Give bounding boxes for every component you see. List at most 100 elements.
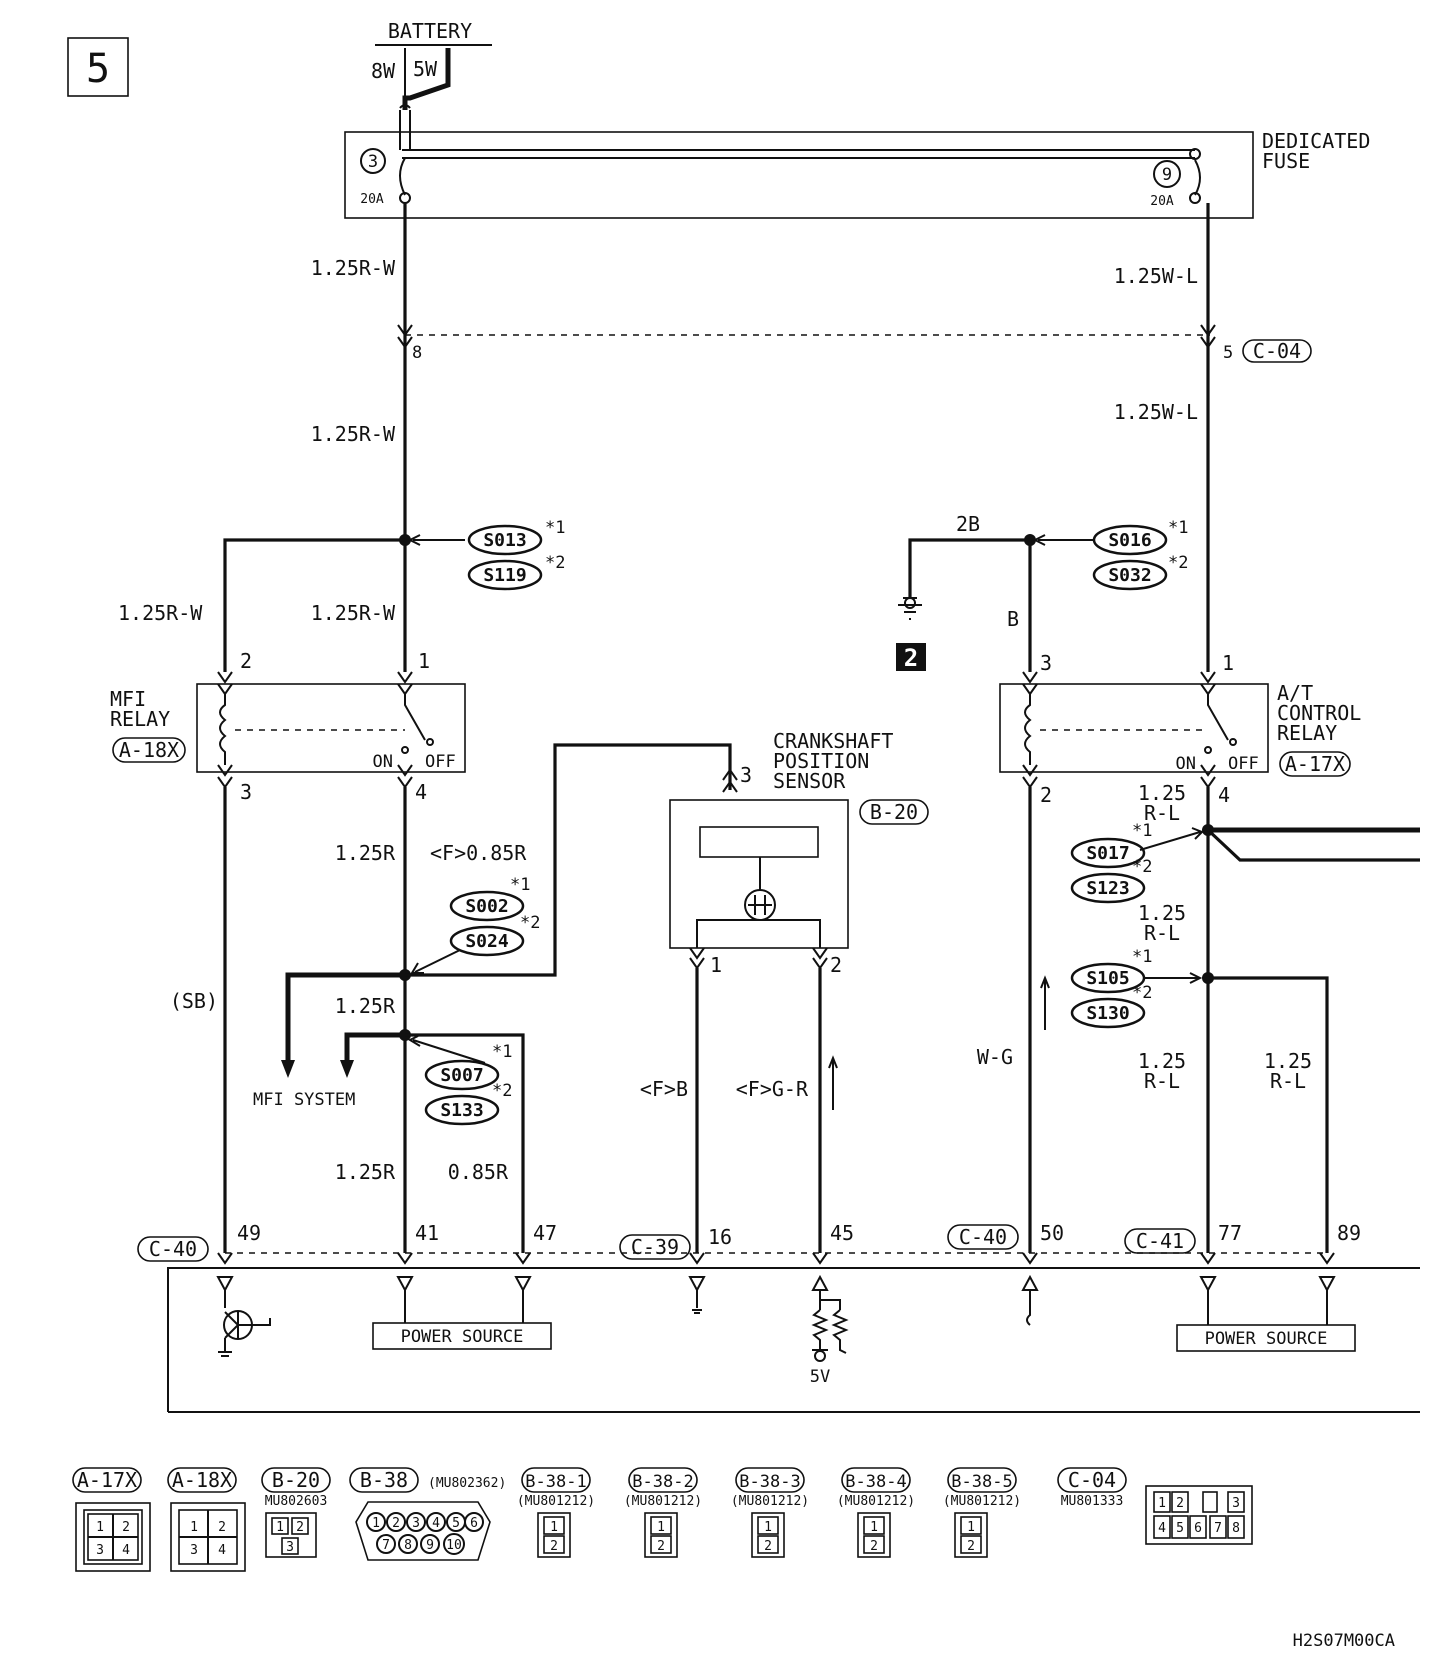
note-1-f: *1 (1132, 947, 1152, 967)
legend-a18x-pin3: 3 (190, 1543, 198, 1558)
wire-label-125rl-a1: 1.25 (1138, 781, 1186, 805)
legend-b385-pin1: 1 (967, 1520, 975, 1535)
legend-b383-pin1: 1 (764, 1520, 772, 1535)
legend-b38-pin5: 5 (452, 1516, 460, 1531)
legend-b381-pin2: 2 (550, 1539, 558, 1554)
mfi-relay-off: OFF (425, 752, 456, 772)
legend-b385-part: (MU801212) (943, 1494, 1021, 1509)
legend-c04-pin3: 3 (1232, 1496, 1240, 1511)
at-relay-pin-1: 1 (1222, 651, 1234, 675)
legend-b381-part: (MU801212) (517, 1494, 595, 1509)
legend-b382: B-38-2 (632, 1472, 693, 1492)
splice-s123: S123 (1086, 878, 1129, 899)
at-relay-pin-2: 2 (1040, 783, 1052, 807)
legend-c04-pin8: 8 (1232, 1521, 1240, 1536)
legend-b384: B-38-4 (845, 1472, 906, 1492)
wire-sb-to-49: (SB) (170, 787, 227, 1253)
note-2-b: *2 (1168, 553, 1188, 573)
ecu-pin-49: 49 (237, 1221, 261, 1245)
legend-b381: B-38-1 (525, 1472, 586, 1492)
legend-c04-pin1: 1 (1158, 1496, 1166, 1511)
wire-wg-to-50: W-G (977, 787, 1050, 1253)
ecu-pin-45: 45 (830, 1221, 854, 1245)
note-1-c: *1 (510, 875, 530, 895)
splice-s119: S119 (483, 565, 526, 586)
wire-label-1-25wl-b: 1.25W-L (1114, 400, 1198, 424)
wire-mfi-out: 1.25R <F>0.85R 1.25R MFI SYSTEM 1.25R 0.… (253, 743, 732, 1253)
note-2-a: *2 (545, 553, 565, 573)
crank-pin-1: 1 (710, 953, 722, 977)
battery-label: BATTERY (388, 19, 472, 43)
legend-b384-pin1: 1 (870, 1520, 878, 1535)
legend-a18x-pin4: 4 (218, 1543, 226, 1558)
c04-label: C-04 (1253, 339, 1301, 363)
legend-b38-pin6: 6 (470, 1516, 478, 1531)
note-2-c: *2 (520, 913, 540, 933)
wire-label-125rl-c2: R-L (1144, 1069, 1180, 1093)
power-source-a: POWER SOURCE (401, 1327, 524, 1347)
wire-label-125rl-d1: 1.25 (1264, 1049, 1312, 1073)
wire-label-wg: W-G (977, 1045, 1013, 1069)
ecu-pin-77: 77 (1218, 1221, 1242, 1245)
legend-b38-pin1: 1 (372, 1516, 380, 1531)
wire-label-fb: <F>B (640, 1077, 688, 1101)
legend-b384-pin2: 2 (870, 1539, 878, 1554)
legend-b382-part: (MU801212) (624, 1494, 702, 1509)
ground-section: 2B 2 B S016 *1 S032 *2 (896, 512, 1188, 672)
at-relay-title-1: A/T (1277, 681, 1313, 705)
legend-b38-3: B-38-3 (MU801212) 1 2 (731, 1467, 809, 1558)
dedicated-fuse-box: DEDICATED FUSE 3 20A 9 20A (344, 129, 1370, 219)
crank-title-1: CRANKSHAFT (773, 729, 893, 753)
ecu-pin-50: 50 (1040, 1221, 1064, 1245)
power-source-b: POWER SOURCE (1205, 1329, 1328, 1349)
wire-label-125rl-c1: 1.25 (1138, 1049, 1186, 1073)
wire-label-1-25rw-c: 1.25R-W (118, 601, 203, 625)
mfi-relay-on: ON (373, 752, 393, 772)
fuse-title-1: DEDICATED (1262, 129, 1370, 153)
splice-s105-s130: S105 *1 S130 *2 (1070, 947, 1203, 1029)
splice-s017-s123: S017 *1 S123 *2 (1070, 821, 1204, 904)
crank-title-2: POSITION (773, 749, 869, 773)
legend-a18x-pin2: 2 (218, 1520, 226, 1535)
legend-b38: B-38 (360, 1468, 408, 1492)
ecu-c39: C-39 (631, 1235, 679, 1259)
legend-a17x-pin3: 3 (96, 1543, 104, 1558)
legend-b381-pin1: 1 (550, 1520, 558, 1535)
legend-a17x-pin1: 1 (96, 1520, 104, 1535)
legend-b382-pin2: 2 (657, 1539, 665, 1554)
legend-c04-part: MU801333 (1061, 1494, 1124, 1509)
wire-label-125rl-d2: R-L (1270, 1069, 1306, 1093)
legend-b385: B-38-5 (951, 1472, 1012, 1492)
wire-label-b: B (1007, 607, 1019, 631)
mfi-relay-connector: A-18X (119, 738, 179, 762)
splice-s002-s024: S002 *1 S024 *2 (410, 875, 540, 974)
note-2-f: *2 (1132, 983, 1152, 1003)
wire-label-f085r: <F>0.85R (430, 841, 527, 865)
legend-b383-pin2: 2 (764, 1539, 772, 1554)
ground-number: 2 (904, 644, 918, 672)
legend-c04-pin2: 2 (1176, 1496, 1184, 1511)
c04-pin-8: 8 (412, 343, 422, 363)
mfi-relay-pin-3: 3 (240, 780, 252, 804)
note-1-a: *1 (545, 518, 565, 538)
legend-b20-pin2: 2 (296, 1520, 304, 1535)
wire-label-1-25rw-b: 1.25R-W (311, 422, 396, 446)
ecu-c40-b: C-40 (959, 1225, 1007, 1249)
splice-s007-s133: S007 *1 S133 *2 (407, 1035, 512, 1126)
ecu-pin-41: 41 (415, 1221, 439, 1245)
splice-s007: S007 (440, 1065, 483, 1086)
at-relay-off: OFF (1228, 754, 1259, 774)
battery-wire-5w: 5W (413, 57, 438, 81)
fuse-title-2: FUSE (1262, 149, 1310, 173)
wire-label-1-25wl-a: 1.25W-L (1114, 264, 1198, 288)
crank-title-3: SENSOR (773, 769, 846, 793)
legend-b38-pin9: 9 (426, 1538, 434, 1553)
legend-b20-pin3: 3 (286, 1540, 294, 1555)
legend-b383: B-38-3 (739, 1472, 800, 1492)
legend-b383-part: (MU801212) (731, 1494, 809, 1509)
crank-pin-2: 2 (830, 953, 842, 977)
legend-a17x-pin2: 2 (122, 1520, 130, 1535)
wire-label-1-25r-a: 1.25R (335, 841, 396, 865)
note-2-d: *2 (492, 1081, 512, 1101)
legend-c04-pin6: 6 (1194, 1521, 1202, 1536)
